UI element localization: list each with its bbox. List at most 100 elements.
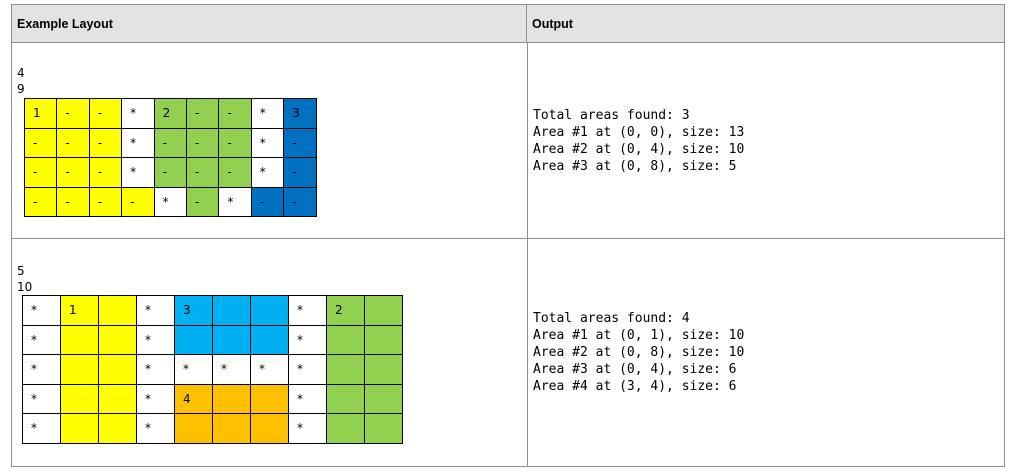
grid-cell: - xyxy=(218,157,252,188)
example-2-output: Total areas found: 4 Area #1 at (0, 1), s… xyxy=(533,310,744,395)
grid-cell xyxy=(60,413,99,444)
example-1-dimensions: 4 9 xyxy=(17,65,25,97)
grid-cell: - xyxy=(153,127,187,158)
grid-cell: - xyxy=(56,98,90,129)
grid-cell: * xyxy=(250,127,285,158)
grid-cell: * xyxy=(218,186,252,217)
grid-cell xyxy=(60,383,99,414)
output-line: Area #2 at (0, 4), size: 10 xyxy=(533,142,745,157)
grid-row: 1--*2--*3 xyxy=(23,98,317,129)
grid-cell: - xyxy=(88,186,123,217)
grid-cell: - xyxy=(121,186,155,217)
header-example-layout: Example Layout xyxy=(12,5,527,43)
grid-cell: * xyxy=(136,295,175,326)
output-line: Area #3 at (0, 8), size: 5 xyxy=(533,159,737,174)
grid-cell: * xyxy=(288,354,327,385)
grid-cell: * xyxy=(121,127,155,158)
grid-cell: - xyxy=(153,157,187,188)
grid-cell xyxy=(250,383,289,414)
grid-cell: * xyxy=(250,354,289,385)
grid-cell xyxy=(326,383,365,414)
grid-cell xyxy=(326,324,365,355)
grid-cell: 1 xyxy=(23,98,58,129)
grid-cell: * xyxy=(22,295,61,326)
grid-cell: - xyxy=(23,157,58,188)
grid-row: *** xyxy=(22,324,403,355)
header-output: Output xyxy=(527,5,1004,43)
grid-cell: - xyxy=(23,127,58,158)
grid-cell xyxy=(212,383,251,414)
grid-cell: * xyxy=(153,186,187,217)
grid-cell: * xyxy=(22,324,61,355)
example-2-cols: 10 xyxy=(17,280,33,294)
grid-row: ****** xyxy=(22,354,403,385)
grid-cell: - xyxy=(218,127,252,158)
grid-cell: * xyxy=(288,295,327,326)
grid-cell: * xyxy=(22,383,61,414)
grid-row: ---*---*- xyxy=(23,157,317,188)
grid-cell xyxy=(364,324,403,355)
grid-cell xyxy=(60,324,99,355)
grid-cell: * xyxy=(136,354,175,385)
grid-cell: - xyxy=(283,127,317,158)
example-1-grid: 1--*2--*3---*---*----*---*-----*-*-- xyxy=(23,98,317,217)
grid-cell: * xyxy=(288,383,327,414)
grid-cell xyxy=(174,413,213,444)
example-1-cols: 9 xyxy=(17,82,25,96)
grid-cell xyxy=(364,383,403,414)
grid-cell xyxy=(174,324,213,355)
output-line: Area #4 at (3, 4), size: 6 xyxy=(533,379,737,394)
grid-cell: - xyxy=(56,157,90,188)
grid-cell: 2 xyxy=(153,98,187,129)
grid-cell: - xyxy=(185,186,220,217)
example-2-dimensions: 5 10 xyxy=(17,263,32,295)
grid-cell: - xyxy=(88,98,123,129)
example-1-rows: 4 xyxy=(17,66,25,80)
grid-cell: 2 xyxy=(326,295,365,326)
grid-cell xyxy=(98,413,137,444)
grid-cell xyxy=(364,413,403,444)
output-line: Area #1 at (0, 0), size: 13 xyxy=(533,125,745,140)
grid-cell: * xyxy=(121,98,155,129)
grid-cell: 3 xyxy=(174,295,213,326)
output-line: Area #3 at (0, 4), size: 6 xyxy=(533,362,737,377)
grid-cell: * xyxy=(121,157,155,188)
examples-table: Example Layout Output 4 9 1--*2--*3---*-… xyxy=(11,4,1005,467)
grid-cell: - xyxy=(23,186,58,217)
grid-cell: * xyxy=(22,413,61,444)
grid-row: ---*---*- xyxy=(23,127,317,158)
row-divider xyxy=(12,238,1004,239)
grid-cell xyxy=(250,413,289,444)
grid-row: *1*3*2 xyxy=(22,295,403,326)
example-2-grid: *1*3*2***********4**** xyxy=(22,295,403,444)
grid-row: **4* xyxy=(22,383,403,414)
output-line: Total areas found: 4 xyxy=(533,311,690,326)
grid-cell xyxy=(212,413,251,444)
grid-cell: * xyxy=(136,383,175,414)
column-divider xyxy=(527,43,528,466)
grid-cell xyxy=(60,354,99,385)
grid-cell: * xyxy=(250,98,285,129)
grid-cell: - xyxy=(88,157,123,188)
output-line: Total areas found: 3 xyxy=(533,108,690,123)
grid-cell xyxy=(364,295,403,326)
grid-cell: - xyxy=(185,157,220,188)
grid-cell: * xyxy=(136,324,175,355)
grid-cell: * xyxy=(174,354,213,385)
grid-cell: * xyxy=(136,413,175,444)
grid-cell xyxy=(326,354,365,385)
output-line: Area #1 at (0, 1), size: 10 xyxy=(533,328,745,343)
grid-cell: - xyxy=(56,186,90,217)
grid-cell: - xyxy=(185,127,220,158)
grid-cell: - xyxy=(88,127,123,158)
grid-row: ----*-*-- xyxy=(23,186,317,217)
grid-row: *** xyxy=(22,413,403,444)
grid-cell: 3 xyxy=(283,98,317,129)
grid-cell xyxy=(212,324,251,355)
grid-cell: - xyxy=(283,157,317,188)
grid-cell xyxy=(98,324,137,355)
grid-cell: - xyxy=(283,186,317,217)
grid-cell: * xyxy=(22,354,61,385)
grid-cell: - xyxy=(250,186,285,217)
grid-cell: * xyxy=(212,354,251,385)
